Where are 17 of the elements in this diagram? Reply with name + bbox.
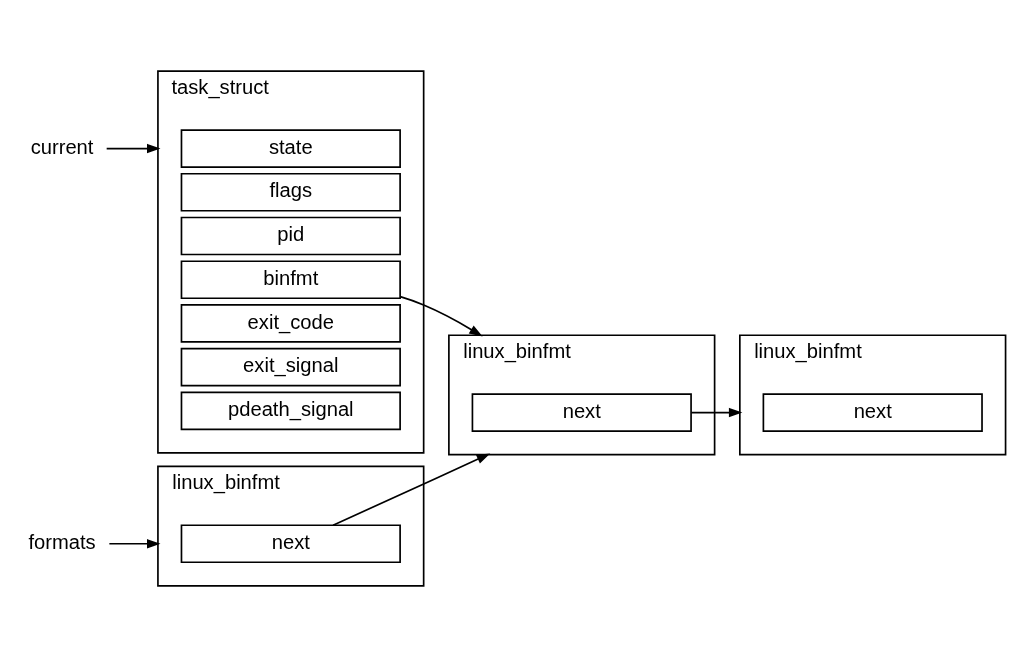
node-box: next <box>180 523 401 563</box>
arrow <box>108 538 161 548</box>
node-box: pid <box>180 216 401 255</box>
node-box: exit_signal <box>180 347 401 386</box>
node-box: exit_code <box>180 303 401 343</box>
arrow <box>105 143 161 153</box>
node-text: current <box>30 135 94 158</box>
node-box: flags <box>180 172 401 212</box>
node-box: binfmt <box>180 259 401 299</box>
node-box: next <box>471 392 692 432</box>
arrow <box>399 295 483 337</box>
arrow <box>332 453 491 526</box>
node-text: formats <box>28 530 96 553</box>
node-box: state <box>180 128 401 168</box>
node-box: next <box>762 392 983 432</box>
node-box: pdeath_signal <box>180 391 401 430</box>
arrow <box>690 407 743 417</box>
